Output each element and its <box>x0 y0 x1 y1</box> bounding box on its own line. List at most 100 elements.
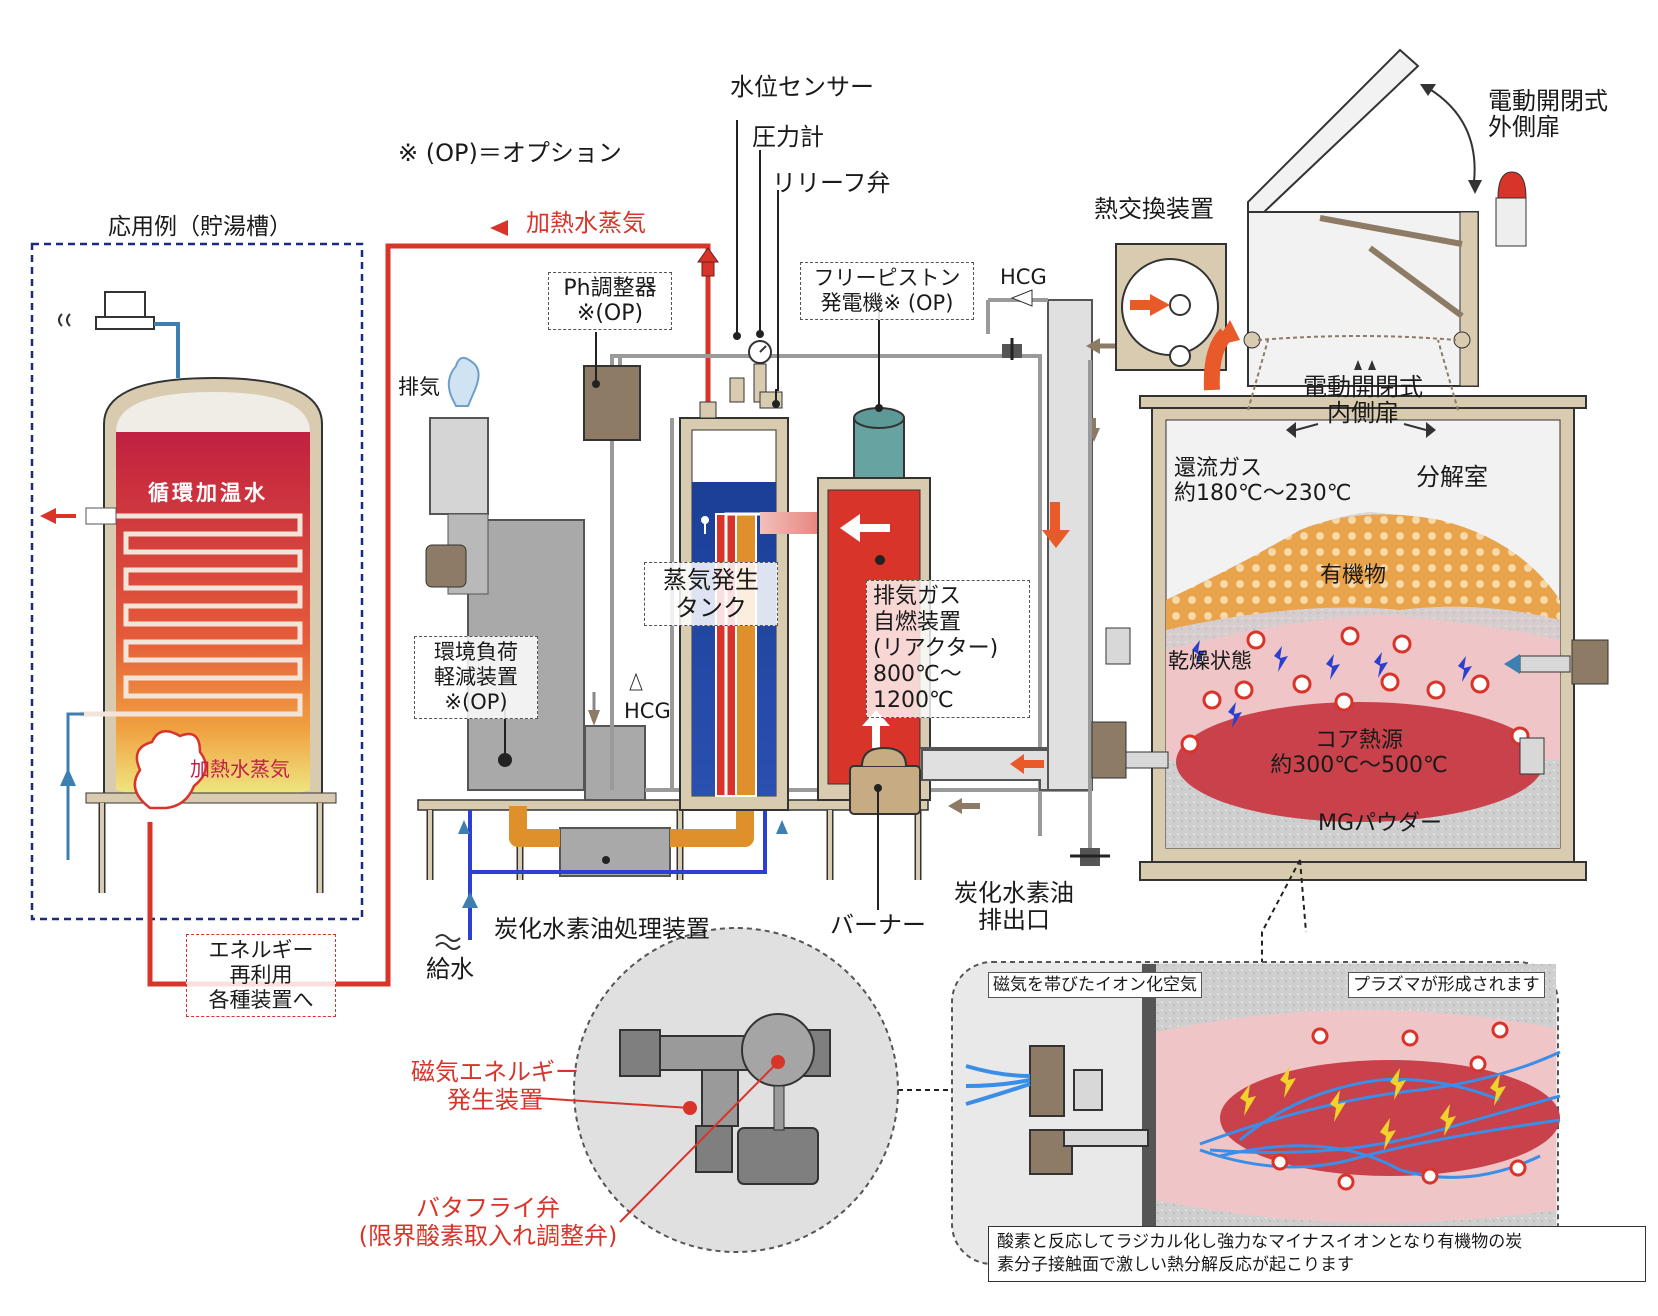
reaction-note-line-2: 素分子接触面で激しい熱分解反応が起こります <box>997 1255 1354 1275</box>
butterfly-valve-label: バタフライ弁 (限界酸素取入れ調整弁) <box>338 1194 638 1250</box>
water-supply-label: 給水 <box>426 955 474 983</box>
hcg-mid-label: HCG <box>624 699 671 723</box>
magnetic-device-label: 磁気エネルギー 発生装置 <box>400 1058 590 1114</box>
door-swing-arrow <box>1427 87 1476 183</box>
organic-label: 有機物 <box>1320 563 1387 588</box>
burner <box>849 765 921 815</box>
storage-tank-title: 応用例（貯湯槽） <box>108 214 292 240</box>
reflux-gas-line-1: 還流ガス <box>1174 456 1263 481</box>
env-device-line-3: ※(OP) <box>444 690 508 714</box>
plasma-label: プラズマが形成されます <box>1348 972 1545 998</box>
hcg-top-label: HCG <box>1000 265 1047 289</box>
dry-state-label: 乾燥状態 <box>1168 649 1252 673</box>
free-piston-box: フリーピストン 発電機※ (OP) <box>800 262 974 320</box>
reaction-note-line-1: 酸素と反応してラジカル化し強力なマイナスイオンとなり有機物の炭 <box>997 1232 1523 1252</box>
oil-outlet-line-1: 炭化水素油 <box>954 879 1074 907</box>
cold-water-inlet <box>66 712 84 860</box>
air-intake-arrows <box>965 1064 1031 1106</box>
water-wave-icon <box>435 934 461 950</box>
oil-processor-column <box>584 725 646 801</box>
pressure-gauge-label: 圧力計 <box>752 123 824 151</box>
wave-icon <box>58 313 71 327</box>
reaction-note-box: 酸素と反応してラジカル化し強力なマイナスイオンとなり有機物の炭 素分子接触面で激… <box>988 1226 1646 1282</box>
free-piston-line-1: フリーピストン <box>813 266 961 290</box>
heating-coil <box>80 513 303 717</box>
steam-tank-box: 蒸気発生 タンク <box>644 562 778 626</box>
tank-heated-steam-label: 加熱水蒸気 <box>190 757 290 781</box>
decomp-chamber-label: 分解室 <box>1416 463 1488 491</box>
energy-reuse-line-1: エネルギー <box>208 938 314 962</box>
exhaust-reactor-box: 排気ガス 自燃装置 (リアクター) 800℃～1200℃ <box>866 580 1030 718</box>
core-heat-line-2: 約300℃～500℃ <box>1270 753 1448 778</box>
reactor-line-2: 自燃装置 <box>873 610 962 635</box>
steam-tank-line-2: タンク <box>675 594 747 622</box>
water-level-sensor-label: 水位センサー <box>730 73 874 101</box>
heat-exchanger-label: 熱交換装置 <box>1094 195 1214 223</box>
ionized-air-label: 磁気を帯びたイオン化空気 <box>988 972 1202 998</box>
magnetic-device-line-2: 発生装置 <box>447 1086 543 1114</box>
ion-flow-lines <box>1199 1050 1561 1179</box>
oil-processor-box <box>559 827 671 877</box>
env-device-box: 環境負荷 軽減装置 ※(OP) <box>414 636 538 719</box>
side-valve-right <box>1571 639 1609 685</box>
warning-light-icon <box>1497 171 1527 199</box>
reactor-line-4: 800℃～1200℃ <box>873 662 962 713</box>
magnetic-energy-device <box>1029 1045 1065 1117</box>
oil-pipe <box>509 806 754 847</box>
exhaust-label: 排気 <box>398 375 440 399</box>
warning-light-box <box>1495 197 1527 247</box>
water-level-sensor <box>729 377 745 403</box>
relief-valve-label: リリーフ弁 <box>772 169 891 197</box>
magnetic-device-line-1: 磁気エネルギー <box>411 1058 579 1086</box>
mg-powder-label: MGパウダー <box>1318 811 1443 836</box>
energy-reuse-line-3: 各種装置へ <box>208 988 314 1012</box>
butterfly-valve-leader <box>619 1061 779 1223</box>
storage-tank-panel <box>30 242 364 921</box>
reflux-gas-line-2: 約180℃～230℃ <box>1174 481 1352 506</box>
outer-door-line-1: 電動開閉式 <box>1488 87 1608 115</box>
outer-door-label: 電動開閉式 外側扉 <box>1488 88 1608 140</box>
free-piston-line-2: 発電機※ (OP) <box>820 291 954 315</box>
reactor-line-3: (リアクター) <box>873 636 999 661</box>
faucet-icon <box>104 291 146 318</box>
exhaust-plume-icon <box>447 356 480 407</box>
butterfly-valve-line-1: バタフライ弁 <box>416 1194 560 1222</box>
reflux-gas-label: 還流ガス 約180℃～230℃ <box>1174 456 1351 506</box>
storage-tank-water <box>116 430 310 803</box>
energy-reuse-box: エネルギー 再利用 各種装置へ <box>186 934 336 1017</box>
ph-adjuster-line-2: ※(OP) <box>576 301 644 326</box>
up-arrow-icon <box>60 768 76 786</box>
exhaust-stack <box>429 417 489 515</box>
ph-adjuster-box: Ph調整器 ※(OP) <box>548 272 672 330</box>
butterfly-valve-icon <box>741 1013 815 1087</box>
outlet-arrow-icon <box>40 508 56 524</box>
oil-processor-label: 炭化水素油処理装置 <box>494 915 710 943</box>
organic-matter <box>1166 514 1560 630</box>
ph-adjuster-line-1: Ph調整器 <box>563 276 657 301</box>
core-heat-label: コア熱源 約300℃～500℃ <box>1266 728 1452 778</box>
butterfly-valve-line-2: (限界酸素取入れ調整弁) <box>358 1222 618 1250</box>
inner-door-line-2: 内側扉 <box>1327 399 1399 427</box>
circulating-water-label: 循環加温水 <box>148 481 268 505</box>
magnetic-device-leader <box>535 1097 691 1109</box>
inner-door-line-1: 電動開閉式 <box>1303 373 1423 401</box>
equipment-frame <box>417 799 929 811</box>
env-device-line-2: 軽減装置 <box>434 665 518 689</box>
ph-adjuster-unit <box>583 365 641 441</box>
flow-arrow-icon <box>1010 754 1044 774</box>
side-valve-left <box>1091 721 1127 779</box>
reactor-flow-arrow <box>840 514 890 542</box>
outer-door-line-2: 外側扉 <box>1488 113 1560 141</box>
steam-burst-icon <box>133 729 207 810</box>
oil-outlet-label: 炭化水素油 排出口 <box>944 880 1084 934</box>
reactor-line-1: 排気ガス <box>873 584 962 609</box>
inner-door-label: 電動開閉式 内側扉 <box>1288 374 1438 426</box>
core-heat-line-1: コア熱源 <box>1314 728 1403 753</box>
oil-outlet-line-2: 排出口 <box>978 906 1050 934</box>
burner-label: バーナー <box>830 911 926 939</box>
heated-steam-top-label: 加熱水蒸気 <box>526 209 646 237</box>
energy-reuse-line-2: 再利用 <box>229 963 293 987</box>
gray-pipe <box>610 354 1042 836</box>
